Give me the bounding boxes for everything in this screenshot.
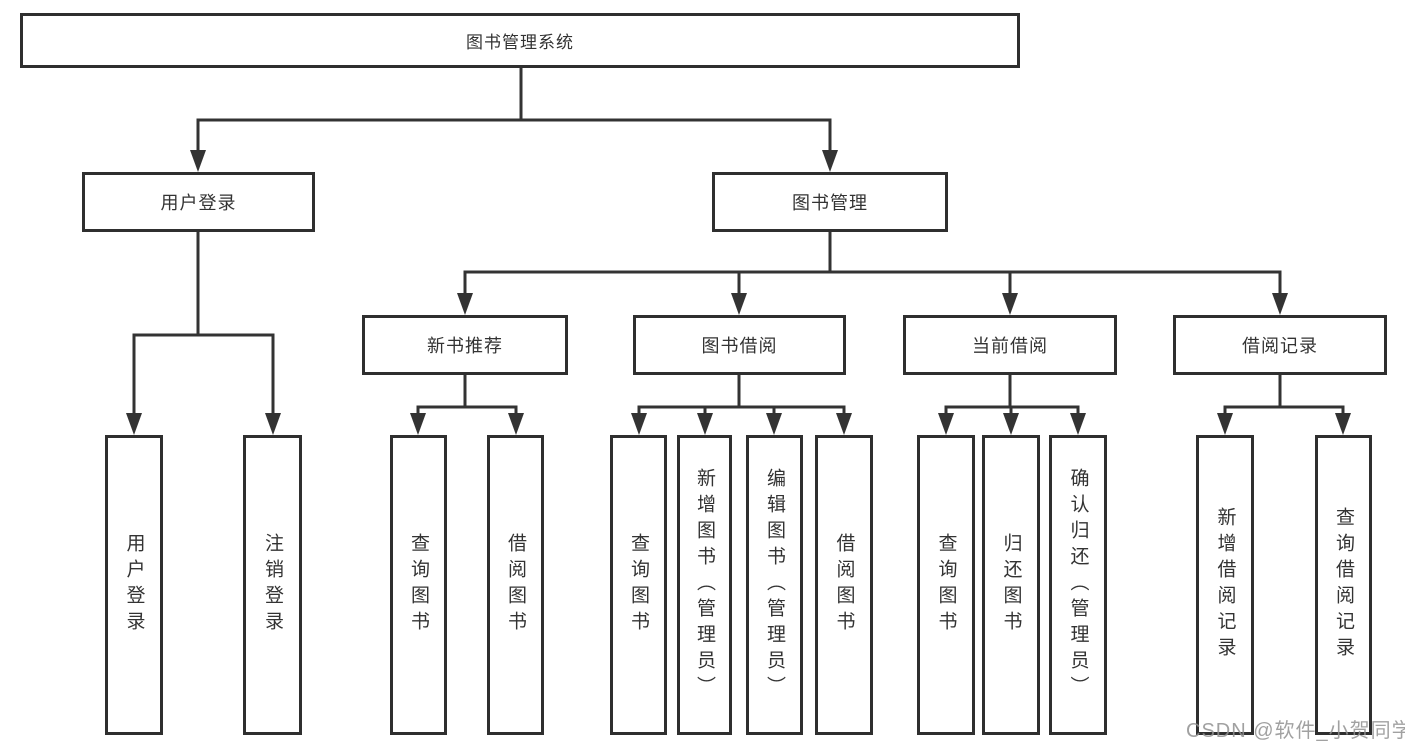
node-book-borrowing-label: 图书借阅 <box>701 336 778 356</box>
leaf-add-books-admin-label: 新增图书（管理员） <box>694 468 715 702</box>
connector-new-books-children <box>410 375 524 435</box>
node-root-label: 图书管理系统 <box>466 33 574 52</box>
leaf-query-books-2: 查询图书 <box>610 435 667 735</box>
leaf-borrow-books-1: 借阅图书 <box>487 435 544 735</box>
leaf-edit-books-admin-label: 编辑图书（管理员） <box>764 468 785 702</box>
node-root-system: 图书管理系统 <box>20 13 1020 68</box>
connector-root-to-level2 <box>190 68 838 172</box>
leaf-query-books-3: 查询图书 <box>917 435 975 735</box>
node-borrowing-records-label: 借阅记录 <box>1242 336 1318 356</box>
leaf-edit-books-admin: 编辑图书（管理员） <box>746 435 803 735</box>
connector-book-borrow-children <box>631 375 852 435</box>
connector-current-borrow-children <box>938 375 1086 435</box>
connector-book-mgmt-children <box>457 232 1288 315</box>
leaf-user-login-label: 用户登录 <box>123 533 145 637</box>
leaf-confirm-return-admin-label: 确认归还（管理员） <box>1067 468 1089 702</box>
leaf-add-borrow-record: 新增借阅记录 <box>1196 435 1254 735</box>
node-borrowing-records: 借阅记录 <box>1173 315 1387 375</box>
leaf-query-books-2-label: 查询图书 <box>628 533 649 637</box>
leaf-query-borrow-record-label: 查询借阅记录 <box>1333 507 1354 663</box>
leaf-confirm-return-admin: 确认归还（管理员） <box>1049 435 1107 735</box>
node-new-book-recommendation-label: 新书推荐 <box>427 336 503 356</box>
leaf-query-books-1-label: 查询图书 <box>408 533 429 637</box>
leaf-query-borrow-record: 查询借阅记录 <box>1315 435 1372 735</box>
leaf-borrow-books-2: 借阅图书 <box>815 435 873 735</box>
node-book-management-label: 图书管理 <box>792 193 868 213</box>
leaf-query-books-1: 查询图书 <box>390 435 447 735</box>
leaf-borrow-books-2-label: 借阅图书 <box>833 533 855 637</box>
leaf-return-books-label: 归还图书 <box>1000 533 1022 637</box>
node-user-login-label: 用户登录 <box>160 193 237 213</box>
node-user-login: 用户登录 <box>82 172 315 232</box>
node-current-borrowing: 当前借阅 <box>903 315 1117 375</box>
leaf-logout-label: 注销登录 <box>262 533 283 637</box>
connector-borrow-records-children <box>1217 375 1351 435</box>
node-current-borrowing-label: 当前借阅 <box>972 336 1048 356</box>
node-new-book-recommendation: 新书推荐 <box>362 315 568 375</box>
csdn-watermark: CSDN @软件_小贺同学 <box>1186 720 1405 742</box>
leaf-borrow-books-1-label: 借阅图书 <box>505 533 526 637</box>
node-book-borrowing: 图书借阅 <box>633 315 846 375</box>
connector-user-login-children <box>126 232 281 435</box>
leaf-add-borrow-record-label: 新增借阅记录 <box>1214 507 1236 663</box>
leaf-query-books-3-label: 查询图书 <box>935 533 957 637</box>
leaf-user-login: 用户登录 <box>105 435 163 735</box>
leaf-return-books: 归还图书 <box>982 435 1040 735</box>
leaf-logout: 注销登录 <box>243 435 302 735</box>
node-book-management: 图书管理 <box>712 172 948 232</box>
leaf-add-books-admin: 新增图书（管理员） <box>677 435 732 735</box>
